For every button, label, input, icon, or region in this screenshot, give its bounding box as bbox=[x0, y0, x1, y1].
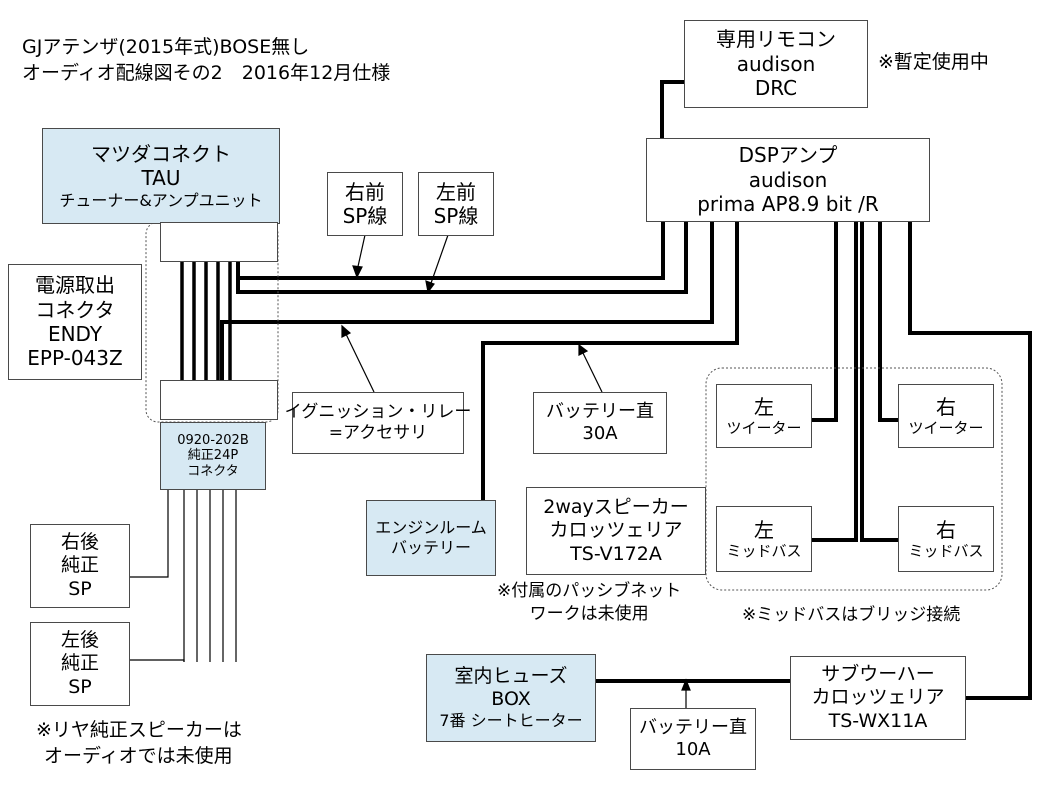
mazda-line-2: TAU bbox=[141, 166, 181, 191]
battery-30a-box: バッテリー直 30A bbox=[533, 392, 667, 454]
subwoofer-line-2: カロッツェリア bbox=[811, 686, 945, 709]
mazda-line-1: マツダコネクト bbox=[91, 141, 231, 166]
rear-right-line-1: 右後 bbox=[60, 531, 99, 554]
tweeter-left-box: 左 ツイーター bbox=[716, 384, 812, 448]
power-line-1: 電源取出 bbox=[35, 273, 115, 298]
rear-left-line-3: SP bbox=[68, 675, 92, 698]
subwoofer-box: サブウーハー カロッツェリア TS-WX11A bbox=[790, 656, 966, 740]
fuse-line-3: 7番 シートヒーター bbox=[439, 711, 583, 731]
title-line-1: GJアテンザ(2015年式)BOSE無し bbox=[22, 36, 310, 58]
speaker2way-line-3: TS-V172A bbox=[570, 542, 662, 565]
engine-battery-line-2: バッテリー bbox=[390, 538, 471, 557]
mid-right-line-1: 右 bbox=[936, 517, 956, 542]
remote-line-1: 専用リモコン bbox=[716, 27, 836, 52]
wire-mid-left bbox=[812, 222, 858, 542]
battery10-line-2: 10A bbox=[675, 739, 711, 760]
speaker-2way-box: 2wayスピーカー カロッツェリア TS-V172A bbox=[526, 487, 706, 575]
front-right-line-1: 右前 bbox=[345, 179, 385, 204]
mid-left-line-2: ミッドバス bbox=[726, 542, 802, 561]
subwoofer-line-3: TS-WX11A bbox=[828, 709, 928, 732]
tweeter-right-box: 右 ツイーター bbox=[898, 384, 994, 448]
harness-line-3: コネクタ bbox=[187, 463, 239, 479]
harness-connector-top bbox=[160, 380, 278, 420]
power-line-3: ENDY bbox=[47, 322, 103, 346]
dsp-line-1: DSPアンプ bbox=[738, 143, 838, 168]
power-connector-box: 電源取出 コネクタ ENDY EPP-043Z bbox=[8, 264, 142, 380]
remote-line-3: DRC bbox=[754, 76, 798, 101]
rear-right-speaker-box: 右後 純正 SP bbox=[30, 524, 130, 608]
tweeter-left-line-2: ツイーター bbox=[726, 419, 802, 438]
mazda-connect-box: マツダコネクト TAU チューナー&アンプユニット bbox=[42, 128, 280, 224]
rear-note-line-2: オーディオでは未使用 bbox=[44, 744, 233, 767]
rear-left-line-1: 左後 bbox=[60, 629, 99, 652]
front-left-sp-label: 左前 SP線 bbox=[418, 172, 494, 236]
harness-line-1: 0920-202B bbox=[177, 432, 249, 448]
passive-note-line-1: ※付属のパッシブネット bbox=[497, 581, 682, 601]
speaker2way-line-2: カロッツェリア bbox=[549, 519, 683, 542]
diagram-title: GJアテンザ(2015年式)BOSE無し オーディオ配線図その2 2016年12… bbox=[22, 35, 390, 86]
fuse-line-2: BOX bbox=[491, 688, 531, 711]
rear-right-line-2: 純正 bbox=[60, 554, 99, 577]
tau-connector bbox=[160, 222, 278, 262]
power-line-2: コネクタ bbox=[35, 297, 115, 322]
dsp-amp-box: DSPアンプ audison prima AP8.9 bit /R bbox=[646, 138, 930, 222]
fuse-box: 室内ヒューズ BOX 7番 シートヒーター bbox=[426, 654, 596, 742]
wire-battery-30a bbox=[481, 222, 739, 500]
ignition-line-2: =アクセサリ bbox=[328, 423, 428, 443]
wire-ignition bbox=[220, 222, 714, 398]
dsp-line-3: prima AP8.9 bit /R bbox=[697, 192, 879, 217]
battery10-line-1: バッテリー直 bbox=[639, 717, 747, 739]
rear-left-line-2: 純正 bbox=[60, 652, 99, 675]
bridge-note: ※ミッドバスはブリッジ接続 bbox=[742, 605, 961, 625]
fuse-line-1: 室内ヒューズ bbox=[454, 665, 568, 688]
dsp-line-2: audison bbox=[748, 167, 828, 192]
remote-box: 専用リモコン audison DRC bbox=[684, 20, 868, 108]
wire-remote-dsp bbox=[660, 80, 684, 138]
tweeter-left-line-1: 左 bbox=[754, 394, 774, 419]
rear-left-speaker-box: 左後 純正 SP bbox=[30, 622, 130, 706]
speaker-group-outline bbox=[705, 367, 1003, 591]
front-left-line-1: 左前 bbox=[436, 179, 476, 204]
ignition-relay-box: イグニッション・リレー =アクセサリ bbox=[285, 392, 471, 454]
wire-front-left-sp bbox=[236, 222, 688, 294]
harness-connector-box: 0920-202B 純正24P コネクタ bbox=[160, 422, 266, 490]
remote-line-2: audison bbox=[736, 51, 816, 76]
title-line-2: オーディオ配線図その2 2016年12月仕様 bbox=[22, 61, 391, 84]
mazda-line-3: チューナー&アンプユニット bbox=[59, 190, 263, 210]
midbass-left-box: 左 ミッドバス bbox=[716, 506, 812, 572]
front-right-sp-label: 右前 SP線 bbox=[327, 172, 403, 236]
mid-right-line-2: ミッドバス bbox=[908, 542, 984, 561]
passive-note-line-2: ワークは未使用 bbox=[529, 603, 649, 624]
rear-right-line-3: SP bbox=[68, 577, 92, 600]
harness-line-2: 純正24P bbox=[187, 448, 239, 464]
speaker2way-line-1: 2wayスピーカー bbox=[543, 496, 689, 519]
power-line-4: EPP-043Z bbox=[27, 346, 123, 371]
tweeter-right-line-2: ツイーター bbox=[908, 419, 984, 438]
front-right-line-2: SP線 bbox=[342, 204, 388, 228]
ignition-line-1: イグニッション・リレー bbox=[284, 402, 472, 423]
wire-subwoofer bbox=[908, 222, 1032, 700]
rear-note-line-1: ※リヤ純正スピーカーは bbox=[36, 719, 242, 741]
passive-network-note: ※付属のパッシブネット ワークは未使用 bbox=[497, 580, 681, 626]
battery30-line-2: 30A bbox=[582, 423, 618, 444]
midbass-right-box: 右 ミッドバス bbox=[898, 506, 994, 572]
mid-left-line-1: 左 bbox=[754, 517, 774, 542]
engine-battery-line-1: エンジンルーム bbox=[375, 518, 487, 538]
subwoofer-line-1: サブウーハー bbox=[821, 663, 935, 686]
front-left-line-2: SP線 bbox=[433, 204, 479, 228]
battery-10a-box: バッテリー直 10A bbox=[630, 708, 756, 770]
battery30-line-1: バッテリー直 bbox=[546, 401, 654, 423]
engine-room-battery-box: エンジンルーム バッテリー bbox=[366, 500, 496, 576]
rear-speaker-note: ※リヤ純正スピーカーは オーディオでは未使用 bbox=[36, 718, 242, 769]
wire-tweeter-left bbox=[812, 222, 838, 422]
remote-note: ※暫定使用中 bbox=[878, 51, 989, 73]
wire-mid-right bbox=[860, 222, 898, 542]
tweeter-right-line-1: 右 bbox=[936, 394, 956, 419]
wire-tweeter-right bbox=[878, 222, 898, 422]
